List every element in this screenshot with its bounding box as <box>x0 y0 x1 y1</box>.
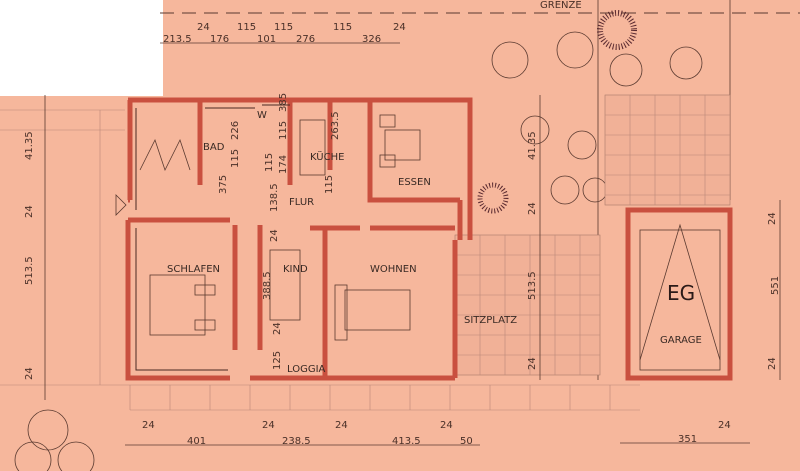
svg-text:276: 276 <box>296 34 315 45</box>
svg-text:115: 115 <box>237 22 256 33</box>
svg-text:138.5: 138.5 <box>269 183 280 212</box>
svg-text:263.5: 263.5 <box>330 111 341 140</box>
svg-text:24: 24 <box>527 202 538 215</box>
room-garage: GARAGE <box>660 335 702 346</box>
room-schlafen: SCHLAFEN <box>167 264 220 275</box>
svg-text:176: 176 <box>210 34 229 45</box>
svg-text:413.5: 413.5 <box>392 436 421 447</box>
room-kind: KIND <box>283 264 308 275</box>
svg-text:101: 101 <box>257 34 276 45</box>
svg-text:238.5: 238.5 <box>282 436 311 447</box>
paving <box>0 94 731 411</box>
svg-text:24: 24 <box>527 357 538 370</box>
room-flur: FLUR <box>289 197 314 208</box>
svg-text:41.35: 41.35 <box>527 131 538 160</box>
svg-text:24: 24 <box>718 420 731 431</box>
room-wohnen: WOHNEN <box>370 264 417 275</box>
room-kueche: KÜCHE <box>310 150 344 163</box>
svg-text:24: 24 <box>24 205 35 218</box>
svg-text:375: 375 <box>218 175 229 194</box>
svg-text:24: 24 <box>142 420 155 431</box>
svg-text:50: 50 <box>460 436 473 447</box>
svg-text:226: 226 <box>230 121 241 140</box>
svg-text:351: 351 <box>678 434 697 445</box>
room-bad: BAD <box>203 142 225 153</box>
floor-label: EG <box>667 281 695 305</box>
svg-text:513.5: 513.5 <box>527 271 538 300</box>
furniture <box>149 114 721 371</box>
dims-mid: 41.35 24 513.5 24 <box>527 131 538 370</box>
dims-right: 24 551 24 <box>767 212 781 370</box>
svg-text:115: 115 <box>264 153 275 172</box>
svg-text:115: 115 <box>278 121 289 140</box>
garage-ramp <box>639 223 721 361</box>
walls <box>125 97 733 381</box>
svg-text:115: 115 <box>230 149 241 168</box>
svg-text:24: 24 <box>440 420 453 431</box>
svg-text:24: 24 <box>269 229 280 242</box>
stairs <box>139 138 191 172</box>
svg-text:24: 24 <box>393 22 406 33</box>
svg-text:24: 24 <box>767 357 778 370</box>
svg-text:385: 385 <box>278 93 289 112</box>
svg-text:115: 115 <box>274 22 293 33</box>
svg-text:326: 326 <box>362 34 381 45</box>
svg-text:115: 115 <box>333 22 352 33</box>
svg-text:125: 125 <box>272 351 283 370</box>
trees <box>14 10 703 471</box>
svg-text:24: 24 <box>335 420 348 431</box>
svg-text:24: 24 <box>262 420 275 431</box>
white-label-patch <box>0 0 163 96</box>
boundary-label: GRENZE <box>540 0 582 11</box>
entrance-arrow-icon <box>115 194 127 216</box>
dims-top: 213.5 24 176 115 101 115 276 115 326 24 <box>163 22 406 45</box>
svg-text:41.35: 41.35 <box>24 131 35 160</box>
room-essen: ESSEN <box>398 177 431 188</box>
svg-text:401: 401 <box>187 436 206 447</box>
svg-text:388.5: 388.5 <box>262 271 273 300</box>
svg-text:513.5: 513.5 <box>24 256 35 285</box>
svg-text:24: 24 <box>272 322 283 335</box>
room-wc: W <box>257 110 267 121</box>
svg-text:24: 24 <box>24 367 35 380</box>
room-sitzplatz: SITZPLATZ <box>464 315 517 326</box>
svg-text:174: 174 <box>278 155 289 174</box>
svg-text:24: 24 <box>197 22 210 33</box>
svg-text:213.5: 213.5 <box>163 34 192 45</box>
svg-text:115: 115 <box>324 175 335 194</box>
dims-left: 41.35 24 513.5 24 <box>24 131 35 380</box>
dims-interior: 226 115 375 115 115 385 174 263.5 115 13… <box>218 93 341 370</box>
dims-bottom: 24 401 24 238.5 24 413.5 24 50 351 24 <box>142 420 731 447</box>
svg-text:551: 551 <box>770 276 781 295</box>
room-loggia: LOGGIA <box>287 364 326 375</box>
svg-text:24: 24 <box>767 212 778 225</box>
